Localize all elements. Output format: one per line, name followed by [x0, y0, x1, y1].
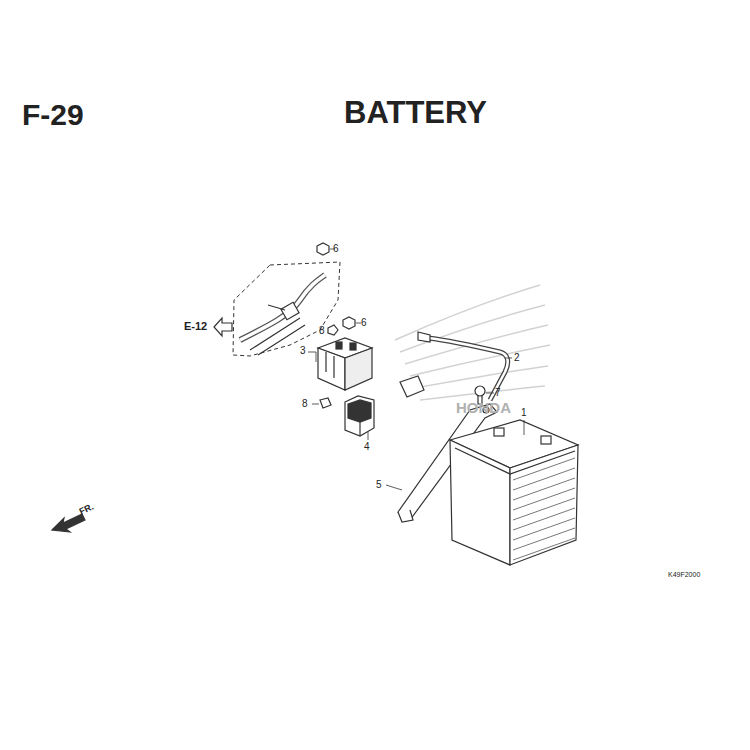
wing-watermark — [395, 285, 550, 400]
detail-region — [233, 262, 340, 356]
relay-cover — [345, 396, 374, 436]
drawing-code: K49F2000 — [668, 571, 700, 578]
harness-lead — [268, 305, 285, 310]
reference-code: E-12 — [184, 321, 207, 332]
leader-line — [308, 352, 316, 362]
leader-line — [312, 404, 319, 405]
diagram-title: BATTERY — [344, 97, 487, 128]
starter-relay — [318, 338, 372, 390]
leader-line — [356, 323, 361, 324]
nut — [320, 398, 331, 408]
leader-line — [386, 485, 402, 490]
leader-line — [524, 420, 525, 435]
front-arrow — [52, 514, 85, 532]
callout-number: 2 — [514, 353, 520, 363]
harness-clip — [281, 302, 299, 319]
callout-number: 6 — [333, 244, 339, 254]
callout-number: 1 — [521, 408, 527, 418]
callout-number: 6 — [361, 318, 367, 328]
watermark: HONDA — [456, 400, 511, 415]
callout-number: 8 — [319, 326, 325, 336]
wire-harness-lower — [250, 318, 305, 355]
leader-line — [368, 432, 369, 440]
battery — [450, 420, 578, 565]
wire-harness — [240, 275, 325, 340]
callout-number: 8 — [302, 399, 308, 409]
leader-line — [486, 393, 494, 394]
callout-number: 5 — [376, 480, 382, 490]
callout-number: 4 — [364, 442, 370, 452]
wire-harness-inner — [240, 275, 325, 340]
leader-line — [505, 358, 512, 359]
bolt — [317, 243, 355, 329]
figure-number: F-29 — [22, 100, 84, 130]
callout-number: 7 — [495, 388, 501, 398]
front-indicator: FR. — [78, 502, 95, 516]
callout-number: 3 — [300, 346, 306, 356]
battery-cable — [400, 332, 508, 400]
nut — [328, 325, 338, 335]
reference-arrow — [214, 318, 232, 336]
